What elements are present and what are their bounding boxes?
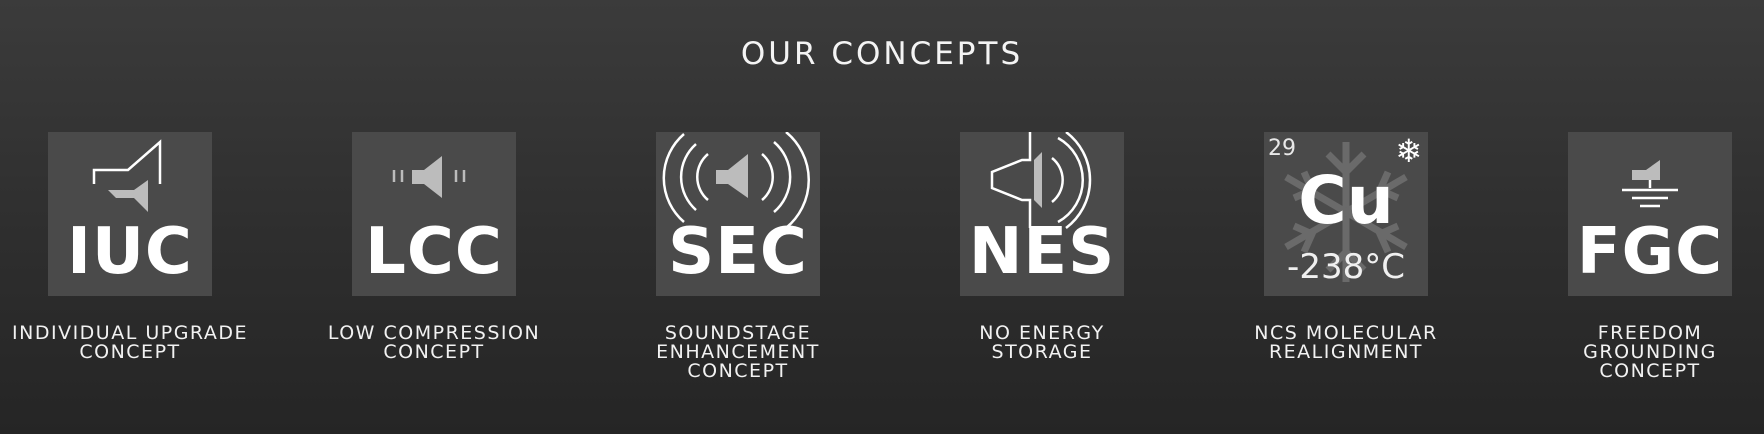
- concept-tile[interactable]: NES: [960, 132, 1124, 296]
- concept-tile[interactable]: LCC: [352, 132, 516, 296]
- concept-abbr: IUC: [67, 215, 193, 289]
- speaker-outline-icon: [92, 139, 162, 212]
- speaker-waves-icon: [662, 132, 810, 229]
- concept-tile[interactable]: 29 ❄ Cu -238°C: [1264, 132, 1428, 296]
- ground-symbol-icon: [1622, 160, 1678, 208]
- element-symbol: Cu: [1298, 162, 1394, 239]
- speaker-compression-icon: [392, 156, 466, 198]
- concept-abbr: FGC: [1576, 215, 1724, 289]
- concept-abbr: SEC: [668, 215, 808, 289]
- speaker-energy-icon: [990, 132, 1092, 229]
- concept-abbr: LCC: [365, 215, 503, 289]
- concept-abbr: NES: [968, 215, 1116, 289]
- element-temperature: -238°C: [1287, 247, 1405, 287]
- snowflake-background-icon: [1284, 142, 1408, 282]
- concept-tile[interactable]: SEC: [656, 132, 820, 296]
- snowflake-icon: ❄: [1395, 132, 1422, 170]
- concept-tile[interactable]: IUC: [48, 132, 212, 296]
- section-title: OUR CONCEPTS: [740, 36, 1024, 72]
- concept-tile[interactable]: FGC: [1568, 132, 1732, 296]
- atomic-number: 29: [1268, 136, 1296, 161]
